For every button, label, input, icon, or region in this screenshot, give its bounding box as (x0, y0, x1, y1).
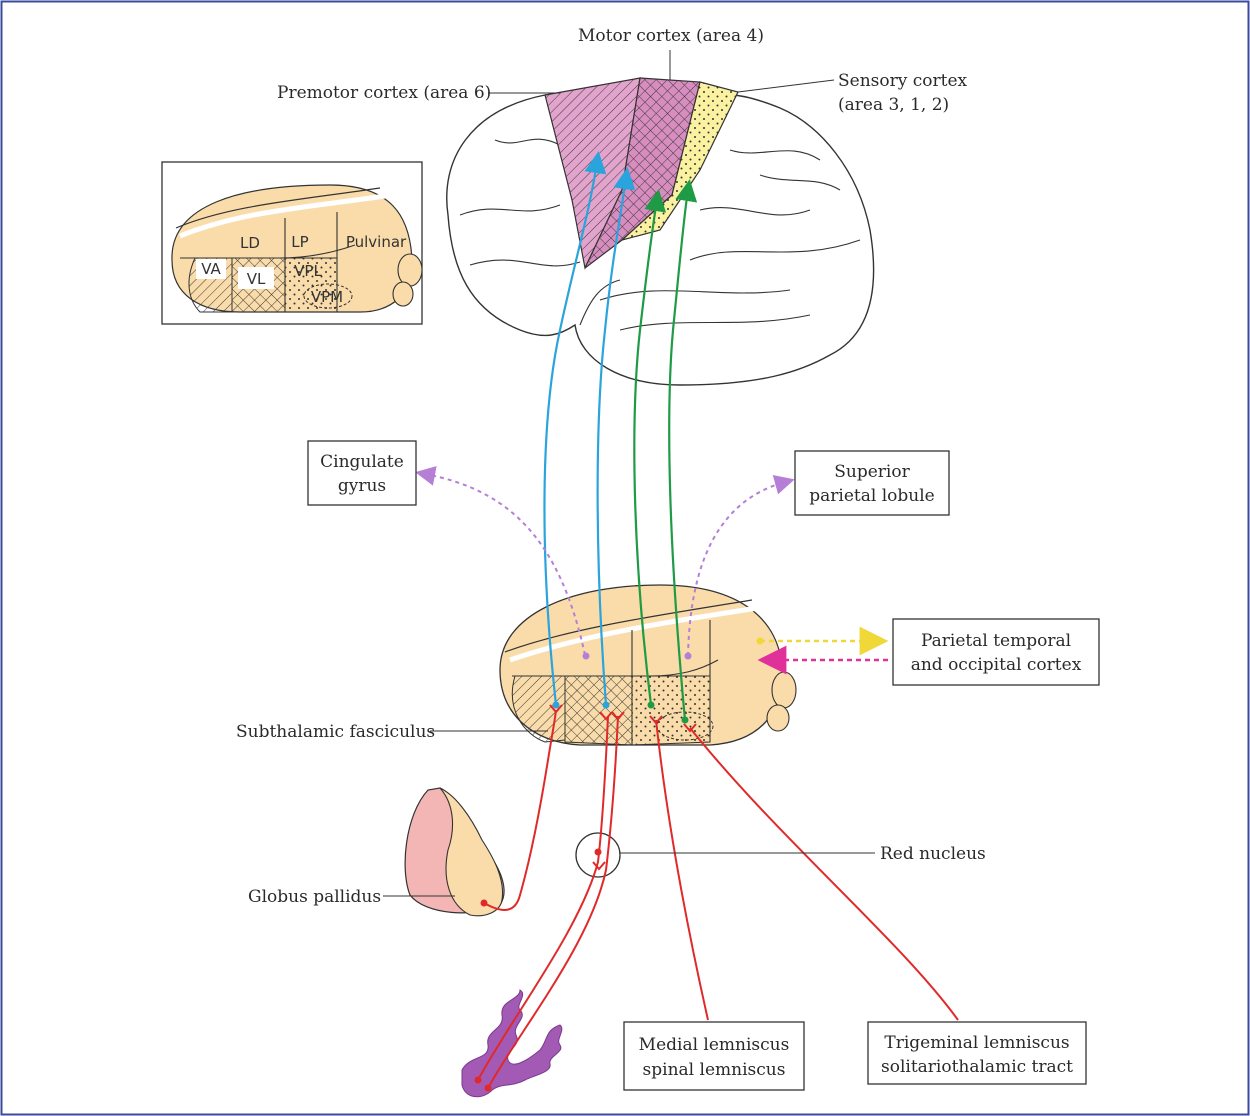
sensory-cortex-label-line2: (area 3, 1, 2) (838, 95, 949, 115)
trigeminal-lemniscus-afferent (690, 728, 958, 1020)
cingulate-gyrus-line2: gyrus (338, 476, 386, 496)
inset-label-va: VA (201, 260, 221, 278)
premotor-cortex-label: Premotor cortex (area 6) (277, 83, 491, 103)
superior-parietal-line2: parietal lobule (809, 486, 934, 506)
inset-thalamus: LD LP Pulvinar VA VL VPL VPM (162, 162, 422, 324)
motor-cortex-label: Motor cortex (area 4) (578, 26, 764, 46)
parietal-temporal-occipital-box: Parietal temporal and occipital cortex (893, 619, 1099, 685)
medial-lemniscus-afferent (656, 720, 708, 1020)
medial-lemniscus-box: Medial lemniscus spinal lemniscus (624, 1022, 804, 1090)
cingulate-gyrus-box: Cingulate gyrus (308, 441, 416, 505)
globus-pallidus-label: Globus pallidus (248, 887, 381, 907)
inset-label-vpm: VPM (311, 288, 343, 306)
main-thalamus (500, 585, 796, 745)
cerebral-cortex (447, 78, 874, 385)
sensory-cortex-label-line1: Sensory cortex (838, 71, 968, 91)
red-nucleus-label: Red nucleus (880, 844, 986, 864)
cingulate-gyrus-line1: Cingulate (320, 452, 404, 472)
medial-lemniscus-line2: spinal lemniscus (643, 1060, 786, 1080)
subthalamic-fasciculus-label: Subthalamic fasciculus (236, 722, 435, 742)
trigeminal-lemniscus-box: Trigeminal lemniscus solitariothalamic t… (868, 1022, 1086, 1084)
parietal-temporal-line1: Parietal temporal (921, 631, 1071, 651)
trigeminal-lemniscus-line1: Trigeminal lemniscus (884, 1033, 1069, 1053)
inset-label-ld: LD (240, 234, 260, 252)
inset-label-lp: LP (291, 233, 308, 251)
inset-label-vl: VL (247, 270, 266, 288)
inset-label-vpl: VPL (294, 262, 322, 280)
globus-pallidus (405, 788, 504, 916)
parietal-temporal-line2: and occipital cortex (911, 655, 1082, 675)
inset-label-pulvinar: Pulvinar (346, 233, 407, 251)
trigeminal-lemniscus-line2: solitariothalamic tract (881, 1057, 1073, 1077)
sensory-cortex-leader (738, 80, 834, 92)
superior-parietal-line1: Superior (834, 462, 910, 482)
medial-lemniscus-line1: Medial lemniscus (639, 1035, 790, 1055)
superior-parietal-lobule-box: Superior parietal lobule (795, 451, 949, 515)
